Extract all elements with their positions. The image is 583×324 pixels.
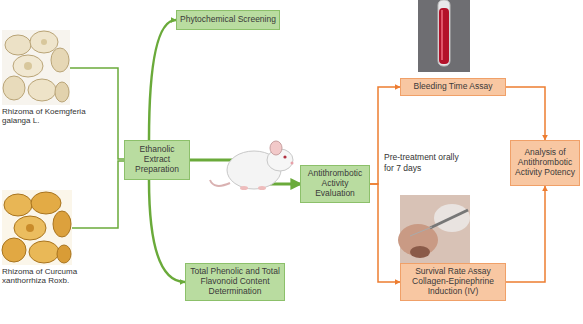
box-label: Ethanolic Extract Preparation [125, 143, 189, 176]
process-box: Antithrombotic Activity Evaluation [300, 165, 370, 203]
photo-stub [70, 67, 114, 69]
flow-connector [114, 161, 124, 228]
flow-connector [149, 180, 185, 282]
curcuma-photo [2, 190, 72, 265]
rhizome-item: Rhizoma of Curcuma xanthorrhiza Roxb. [2, 190, 114, 285]
flow-connector [506, 87, 545, 140]
bleeding-tube-photo [418, 0, 470, 72]
flow-connector [149, 20, 176, 140]
process-box: Total Phenolic and Total Flavonoid Conte… [185, 263, 285, 301]
flow-connector [114, 68, 124, 159]
rhizome-item: Rhizoma of Koemgferia galanga L. [2, 30, 114, 125]
result-box: Analysis of Antithrombotic Activity Pote… [510, 140, 580, 186]
kaempferia-photo [2, 30, 70, 105]
box-label: Bleeding Time Assay [411, 80, 496, 94]
box-label: Analysis of Antithrombotic Activity Pote… [511, 146, 579, 179]
assay-box: Bleeding Time Assay [400, 78, 506, 96]
note-label: Pre-treatment orally for 7 days [384, 152, 470, 173]
box-label: Antithrombotic Activity Evaluation [301, 167, 369, 200]
photo-caption: Rhizoma of Koemgferia galanga L. [2, 107, 114, 125]
mouse-illustration [210, 141, 294, 190]
process-box: Ethanolic Extract Preparation [124, 140, 190, 180]
photo-caption: Rhizoma of Curcuma xanthorrhiza Roxb. [2, 267, 114, 285]
box-label: Phytochemical Screening [177, 13, 279, 27]
photo-stub [72, 227, 114, 229]
box-label: Survival Rate Assay Collagen-Epinephrine… [401, 265, 505, 298]
assay-box: Survival Rate Assay Collagen-Epinephrine… [400, 263, 506, 301]
injection-photo [398, 195, 470, 263]
box-label: Total Phenolic and Total Flavonoid Conte… [186, 265, 284, 298]
flow-connector [370, 184, 400, 282]
flow-connector [506, 186, 545, 282]
process-box: Phytochemical Screening [176, 10, 280, 30]
